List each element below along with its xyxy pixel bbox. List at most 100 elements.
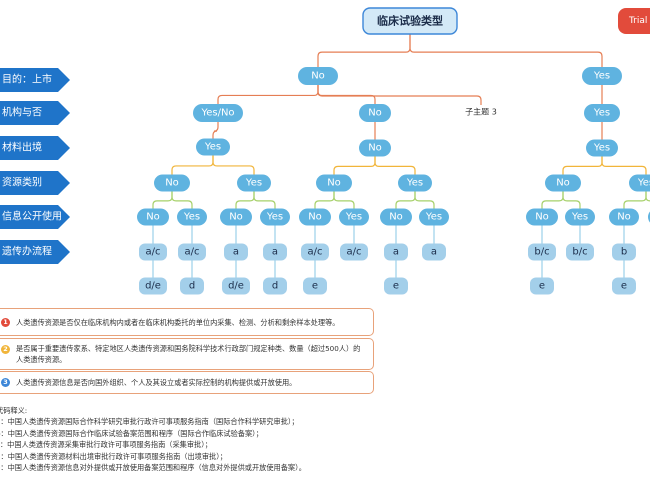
edge [623,191,647,209]
tree-node-43[interactable]: e [384,277,408,295]
tree-node-0[interactable]: No [298,67,338,85]
tree-node-17[interactable]: No [220,208,252,226]
tree-node-42[interactable]: e [303,277,327,295]
root-node[interactable]: 临床试验类型 [362,7,458,35]
edge [253,191,276,209]
tree-node-5[interactable]: Yes [584,104,620,122]
trial-tag-box [618,8,650,34]
tree-node-1[interactable]: Yes [582,67,622,85]
edge [333,191,355,209]
tree-node-box [178,243,206,261]
tree-node-44[interactable]: e [530,277,554,295]
tree-node-box [177,208,207,226]
tree-node-19[interactable]: No [299,208,331,226]
note-1-badge: 1 [1,318,10,327]
tree-node-28[interactable]: a/c [178,243,206,261]
tree-node-32[interactable]: a/c [340,243,368,261]
tree-node-16[interactable]: Yes [177,208,207,226]
tree-node-25[interactable]: No [609,208,639,226]
trial-tag[interactable]: Trial [618,8,650,34]
tree-node-box [301,243,329,261]
tree-node-41[interactable]: d [263,277,287,295]
tree-node-2[interactable]: Yes/No [193,104,243,122]
level-label-1: 目的：上市 [0,68,70,92]
tree-node-box [193,104,243,122]
level-label-box [0,101,70,125]
tree-node-4[interactable]: 子主题 3 [465,107,497,117]
tree-node-15[interactable]: No [137,208,169,226]
edge [314,191,335,209]
tree-node-13[interactable]: No [545,174,581,192]
tree-node-label: Yes [406,178,423,189]
note-3-text: 人类遗传资源信息是否向国外组织、个人及其设立或者实际控制的机构提供或开放使用。 [16,378,297,387]
edge [409,34,603,67]
tree-node-29[interactable]: a [224,243,248,261]
tree-node-box [222,277,250,295]
tree-node-box [612,277,636,295]
tree-node-8[interactable]: Yes [586,139,618,157]
tree-node-12[interactable]: Yes [398,174,432,192]
tree-node-label: No [617,212,631,223]
tree-node-label: d [189,281,195,292]
tree-node-22[interactable]: Yes [419,208,449,226]
tree-node-20[interactable]: Yes [339,208,369,226]
tree-node-7[interactable]: No [359,139,391,157]
level-label-text: 机构与否 [2,106,42,119]
tree-node-34[interactable]: a [422,243,446,261]
note-2-text: 是否属于重要遗传家系、特定地区人类遗传资源和国务院科学技术行政部门规定种类、数量… [16,344,361,364]
tree-node-box [339,208,369,226]
tree-node-6[interactable]: Yes [196,138,230,156]
tree-node-box [526,208,558,226]
note-3-badge: 3 [1,378,10,387]
tree-node-box [380,208,412,226]
tree-node-11[interactable]: No [316,174,352,192]
tree-node-23[interactable]: No [526,208,558,226]
tree-node-label: Yes [593,71,610,82]
note-1: 1 人类遗传资源是否仅在临床机构内或者在临床机构委托的单位内采集、检测、分析和剩… [0,308,374,336]
tree-node-39[interactable]: d [180,277,204,295]
tree-node-label: No [556,178,570,189]
tree-node-label: No [229,212,243,223]
tree-node-label: No [389,212,403,223]
tree-node-27[interactable]: a/c [139,243,167,261]
tree-node-label: Yes [593,143,610,154]
tree-node-40[interactable]: d/e [222,277,250,295]
tree-node-33[interactable]: a [384,243,408,261]
tree-node-box [139,243,167,261]
tree-node-label: No [165,178,179,189]
level-label-6: 遗传办流程 [0,240,70,264]
tree-node-box [154,174,190,192]
tree-node-label: Yes [204,142,221,153]
level-label-box [0,171,70,195]
edge [374,156,416,175]
edge [317,85,376,104]
tree-node-37[interactable]: b [612,243,636,261]
edge [601,156,647,175]
edge [414,191,435,209]
tree-node-35[interactable]: b/c [528,243,556,261]
tree-node-3[interactable]: No [359,104,391,122]
legend-line-c: c：中国人类遗传资源采集审批行政许可事项服务指南（采集审批）； [0,440,212,450]
level-label-box [0,68,70,92]
tree-node-30[interactable]: a [263,243,287,261]
tree-node-box [422,243,446,261]
tree-node-box [565,208,595,226]
tree-node-label: e [621,281,627,292]
tree-node-label: No [308,212,322,223]
tree-node-36[interactable]: b/c [566,243,594,261]
level-label-3: 材料出境 [0,136,70,160]
tree-node-14[interactable]: Yes [629,174,650,192]
tree-node-31[interactable]: a/c [301,243,329,261]
tree-node-9[interactable]: No [154,174,190,192]
tree-node-45[interactable]: e [612,277,636,295]
tree-node-21[interactable]: No [380,208,412,226]
tree-node-box [263,277,287,295]
tree-node-38[interactable]: d/e [139,277,167,295]
level-label-text: 信息公开使用 [2,210,62,223]
tree-node-10[interactable]: Yes [237,174,271,192]
tree-node-label: Yes/No [200,108,234,119]
tree-node-label: d [272,281,278,292]
tree-node-label: e [393,281,399,292]
tree-node-18[interactable]: Yes [260,208,290,226]
tree-node-24[interactable]: Yes [565,208,595,226]
